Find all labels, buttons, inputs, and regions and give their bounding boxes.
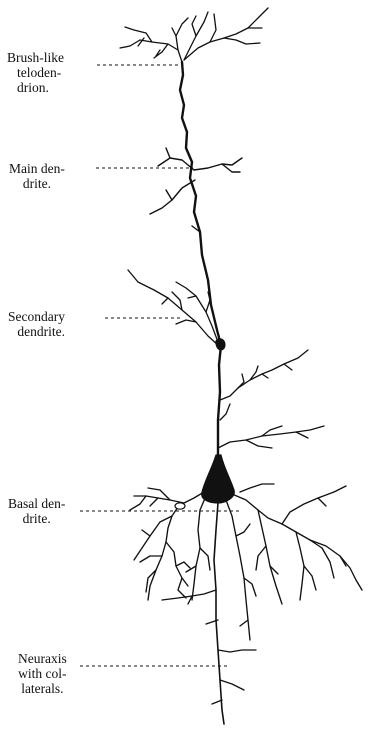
basal-ring (175, 503, 185, 509)
secondary-dendrite-swelling (216, 339, 225, 350)
label-line: Brush-like (7, 50, 64, 65)
label-line: Basal den- (8, 496, 65, 511)
label-line: drite. (8, 511, 65, 526)
label-basal-dendrite: Basal den- drite. (8, 496, 65, 526)
label-line: drion. (7, 80, 64, 95)
label-line: Secondary (8, 309, 65, 324)
basal-dendrites (130, 484, 362, 724)
leader-lines (80, 65, 240, 666)
label-secondary-dendrite: Secondary dendrite. (8, 309, 65, 339)
apical-shaft (180, 62, 221, 460)
label-brush-like-telodendrion: Brush-like teloden- drion. (7, 50, 64, 95)
label-line: dendrite. (8, 324, 65, 339)
neuron (120, 8, 362, 724)
label-line: Neuraxis (18, 651, 67, 666)
label-line: laterals. (18, 681, 67, 696)
label-neuraxis-with-collaterals: Neuraxis with col- laterals. (18, 651, 67, 696)
right-side-branches (218, 350, 324, 448)
secondary-dendrite (128, 270, 219, 346)
label-line: drite. (9, 176, 65, 191)
label-main-dendrite: Main den- drite. (9, 161, 65, 191)
label-line: teloden- (7, 65, 64, 80)
telodendrion (120, 8, 268, 62)
label-line: Main den- (9, 161, 65, 176)
label-line: with col- (18, 666, 67, 681)
